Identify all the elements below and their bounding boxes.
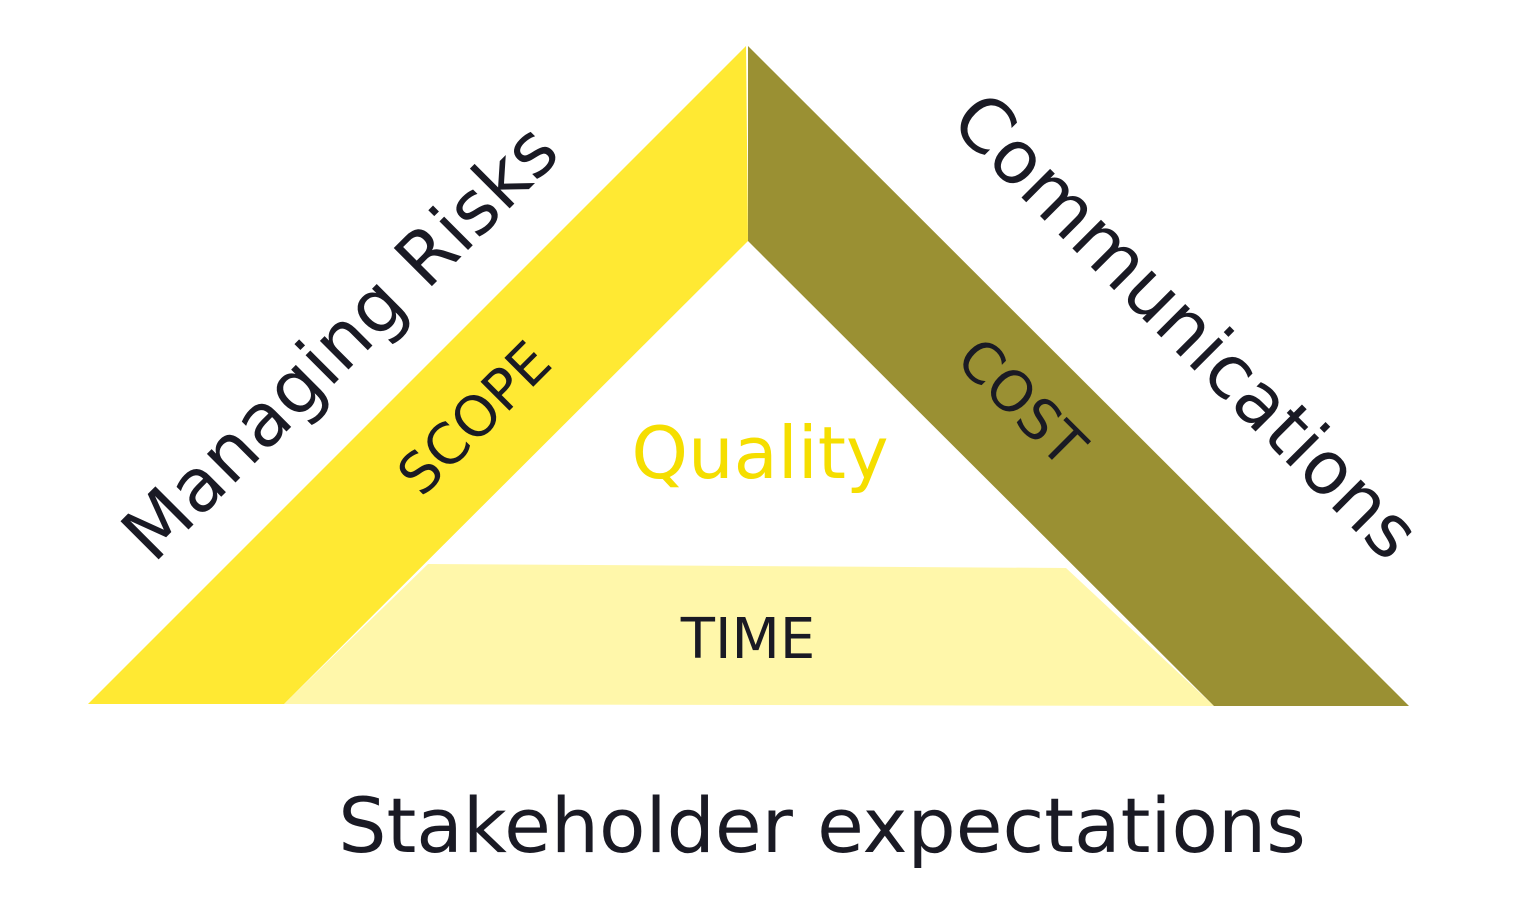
stakeholder-expectations-label: Stakeholder expectations bbox=[338, 781, 1306, 870]
time-label: TIME bbox=[680, 607, 815, 672]
quality-label: Quality bbox=[631, 411, 888, 495]
cost-band bbox=[748, 46, 1409, 706]
time-band bbox=[284, 564, 1214, 706]
scope-band bbox=[88, 46, 748, 704]
